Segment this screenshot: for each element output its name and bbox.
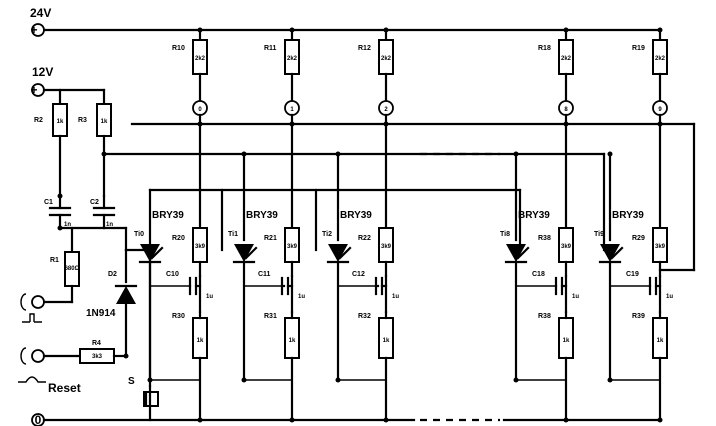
mid-resistor-value: 3k9 [561, 244, 572, 250]
mid-resistor-label: R20 [172, 235, 185, 242]
svg-text:3k3: 3k3 [92, 354, 103, 360]
thyristor-id: Ti8 [500, 231, 510, 238]
svg-text:R4: R4 [92, 340, 101, 347]
svg-text:R1: R1 [50, 257, 59, 264]
capacitor-value: 1u [666, 294, 673, 300]
thyristor-label: BRY39 [340, 210, 372, 221]
svg-text:1n: 1n [64, 222, 71, 228]
mid-resistor-label: R22 [358, 235, 371, 242]
thyristor-id: Ti9 [594, 231, 604, 238]
output-label: 0 [198, 107, 202, 113]
low-resistor-label: R32 [358, 313, 371, 320]
diode-label: 1N914 [86, 308, 116, 319]
svg-text:C1: C1 [44, 199, 53, 206]
thyristor-icon [328, 244, 348, 262]
top-resistor-value: 2k2 [287, 56, 298, 62]
stage-9 [598, 27, 668, 423]
stage-2 [326, 27, 394, 423]
thyristor-icon [234, 244, 254, 262]
capacitor-value: 1u [206, 294, 213, 300]
mid-resistor-value: 3k9 [381, 244, 392, 250]
mid-resistor-label: R29 [632, 235, 645, 242]
pulse-input-terminal [20, 293, 45, 323]
svg-text:680Ω: 680Ω [65, 266, 80, 272]
capacitor-label: C12 [352, 271, 365, 278]
thyristor-icon [140, 244, 160, 262]
mid-resistor-label: R21 [264, 235, 277, 242]
capacitor-value: 1u [572, 294, 579, 300]
svg-text:0: 0 [35, 413, 42, 426]
thyristor-id: Ti1 [228, 231, 238, 238]
label-12v: 12V [32, 65, 53, 79]
ground-rail: 0 [31, 413, 662, 426]
capacitor-label: C10 [166, 271, 179, 278]
top-resistor-value: 2k2 [655, 56, 666, 62]
thyristor-label: BRY39 [612, 210, 644, 221]
low-resistor-label: R30 [172, 313, 185, 320]
output-label: 9 [658, 107, 662, 113]
stage-0 [138, 27, 208, 423]
top-resistor-label: R19 [632, 45, 645, 52]
mid-resistor-value: 3k9 [287, 244, 298, 250]
stage-1 [232, 27, 300, 423]
svg-text:+: + [30, 23, 37, 37]
thyristor-id: Ti2 [322, 231, 332, 238]
low-resistor-value: 1k [383, 338, 390, 344]
supply-24v-rail: + 24V [30, 6, 662, 37]
switch-label: S [128, 376, 135, 387]
svg-text:+: + [30, 83, 37, 97]
capacitor-value: 1u [298, 294, 305, 300]
output-label: 8 [564, 107, 568, 113]
low-resistor-value: 1k [563, 338, 570, 344]
top-resistor-value: 2k2 [561, 56, 572, 62]
output-label: 2 [384, 107, 388, 113]
stage-8 [504, 27, 574, 423]
svg-text:R3: R3 [78, 117, 87, 124]
svg-text:C2: C2 [90, 199, 99, 206]
capacitor-label: C18 [532, 271, 545, 278]
top-resistor-value: 2k2 [195, 56, 206, 62]
supply-12v: + 12V R2 1k R3 1k C1 1n C2 1n [30, 65, 116, 304]
capacitor-label: C19 [626, 271, 639, 278]
mid-resistor-value: 3k9 [195, 244, 206, 250]
svg-text:1k: 1k [101, 119, 108, 125]
capacitor-label: C11 [258, 271, 271, 278]
svg-text:1n: 1n [106, 222, 113, 228]
reset-switch: S [128, 376, 159, 422]
reset-label: Reset [48, 381, 81, 395]
top-resistor-label: R11 [264, 45, 277, 52]
thyristor-label: BRY39 [518, 210, 550, 221]
low-resistor-label: R38 [538, 313, 551, 320]
low-resistor-label: R31 [264, 313, 277, 320]
low-resistor-value: 1k [289, 338, 296, 344]
low-resistor-value: 1k [197, 338, 204, 344]
svg-text:R2: R2 [34, 117, 43, 124]
top-resistor-label: R10 [172, 45, 185, 52]
diode-d2: D2 1N914 [86, 226, 138, 359]
top-resistor-value: 2k2 [381, 56, 392, 62]
thyristor-label: BRY39 [246, 210, 278, 221]
label-24v: 24V [30, 6, 51, 20]
output-label: 1 [290, 107, 294, 113]
low-resistor-value: 1k [657, 338, 664, 344]
svg-text:1k: 1k [57, 119, 64, 125]
capacitor-value: 1u [392, 294, 399, 300]
mid-resistor-label: R38 [538, 235, 551, 242]
thyristor-id: Ti0 [134, 231, 144, 238]
svg-text:D2: D2 [108, 271, 117, 278]
mid-resistor-value: 3k9 [655, 244, 666, 250]
top-resistor-label: R12 [358, 45, 371, 52]
thyristor-label: BRY39 [152, 210, 184, 221]
reset-terminal: R4 3k3 Reset [18, 340, 128, 395]
top-resistor-label: R18 [538, 45, 551, 52]
low-resistor-label: R39 [632, 313, 645, 320]
